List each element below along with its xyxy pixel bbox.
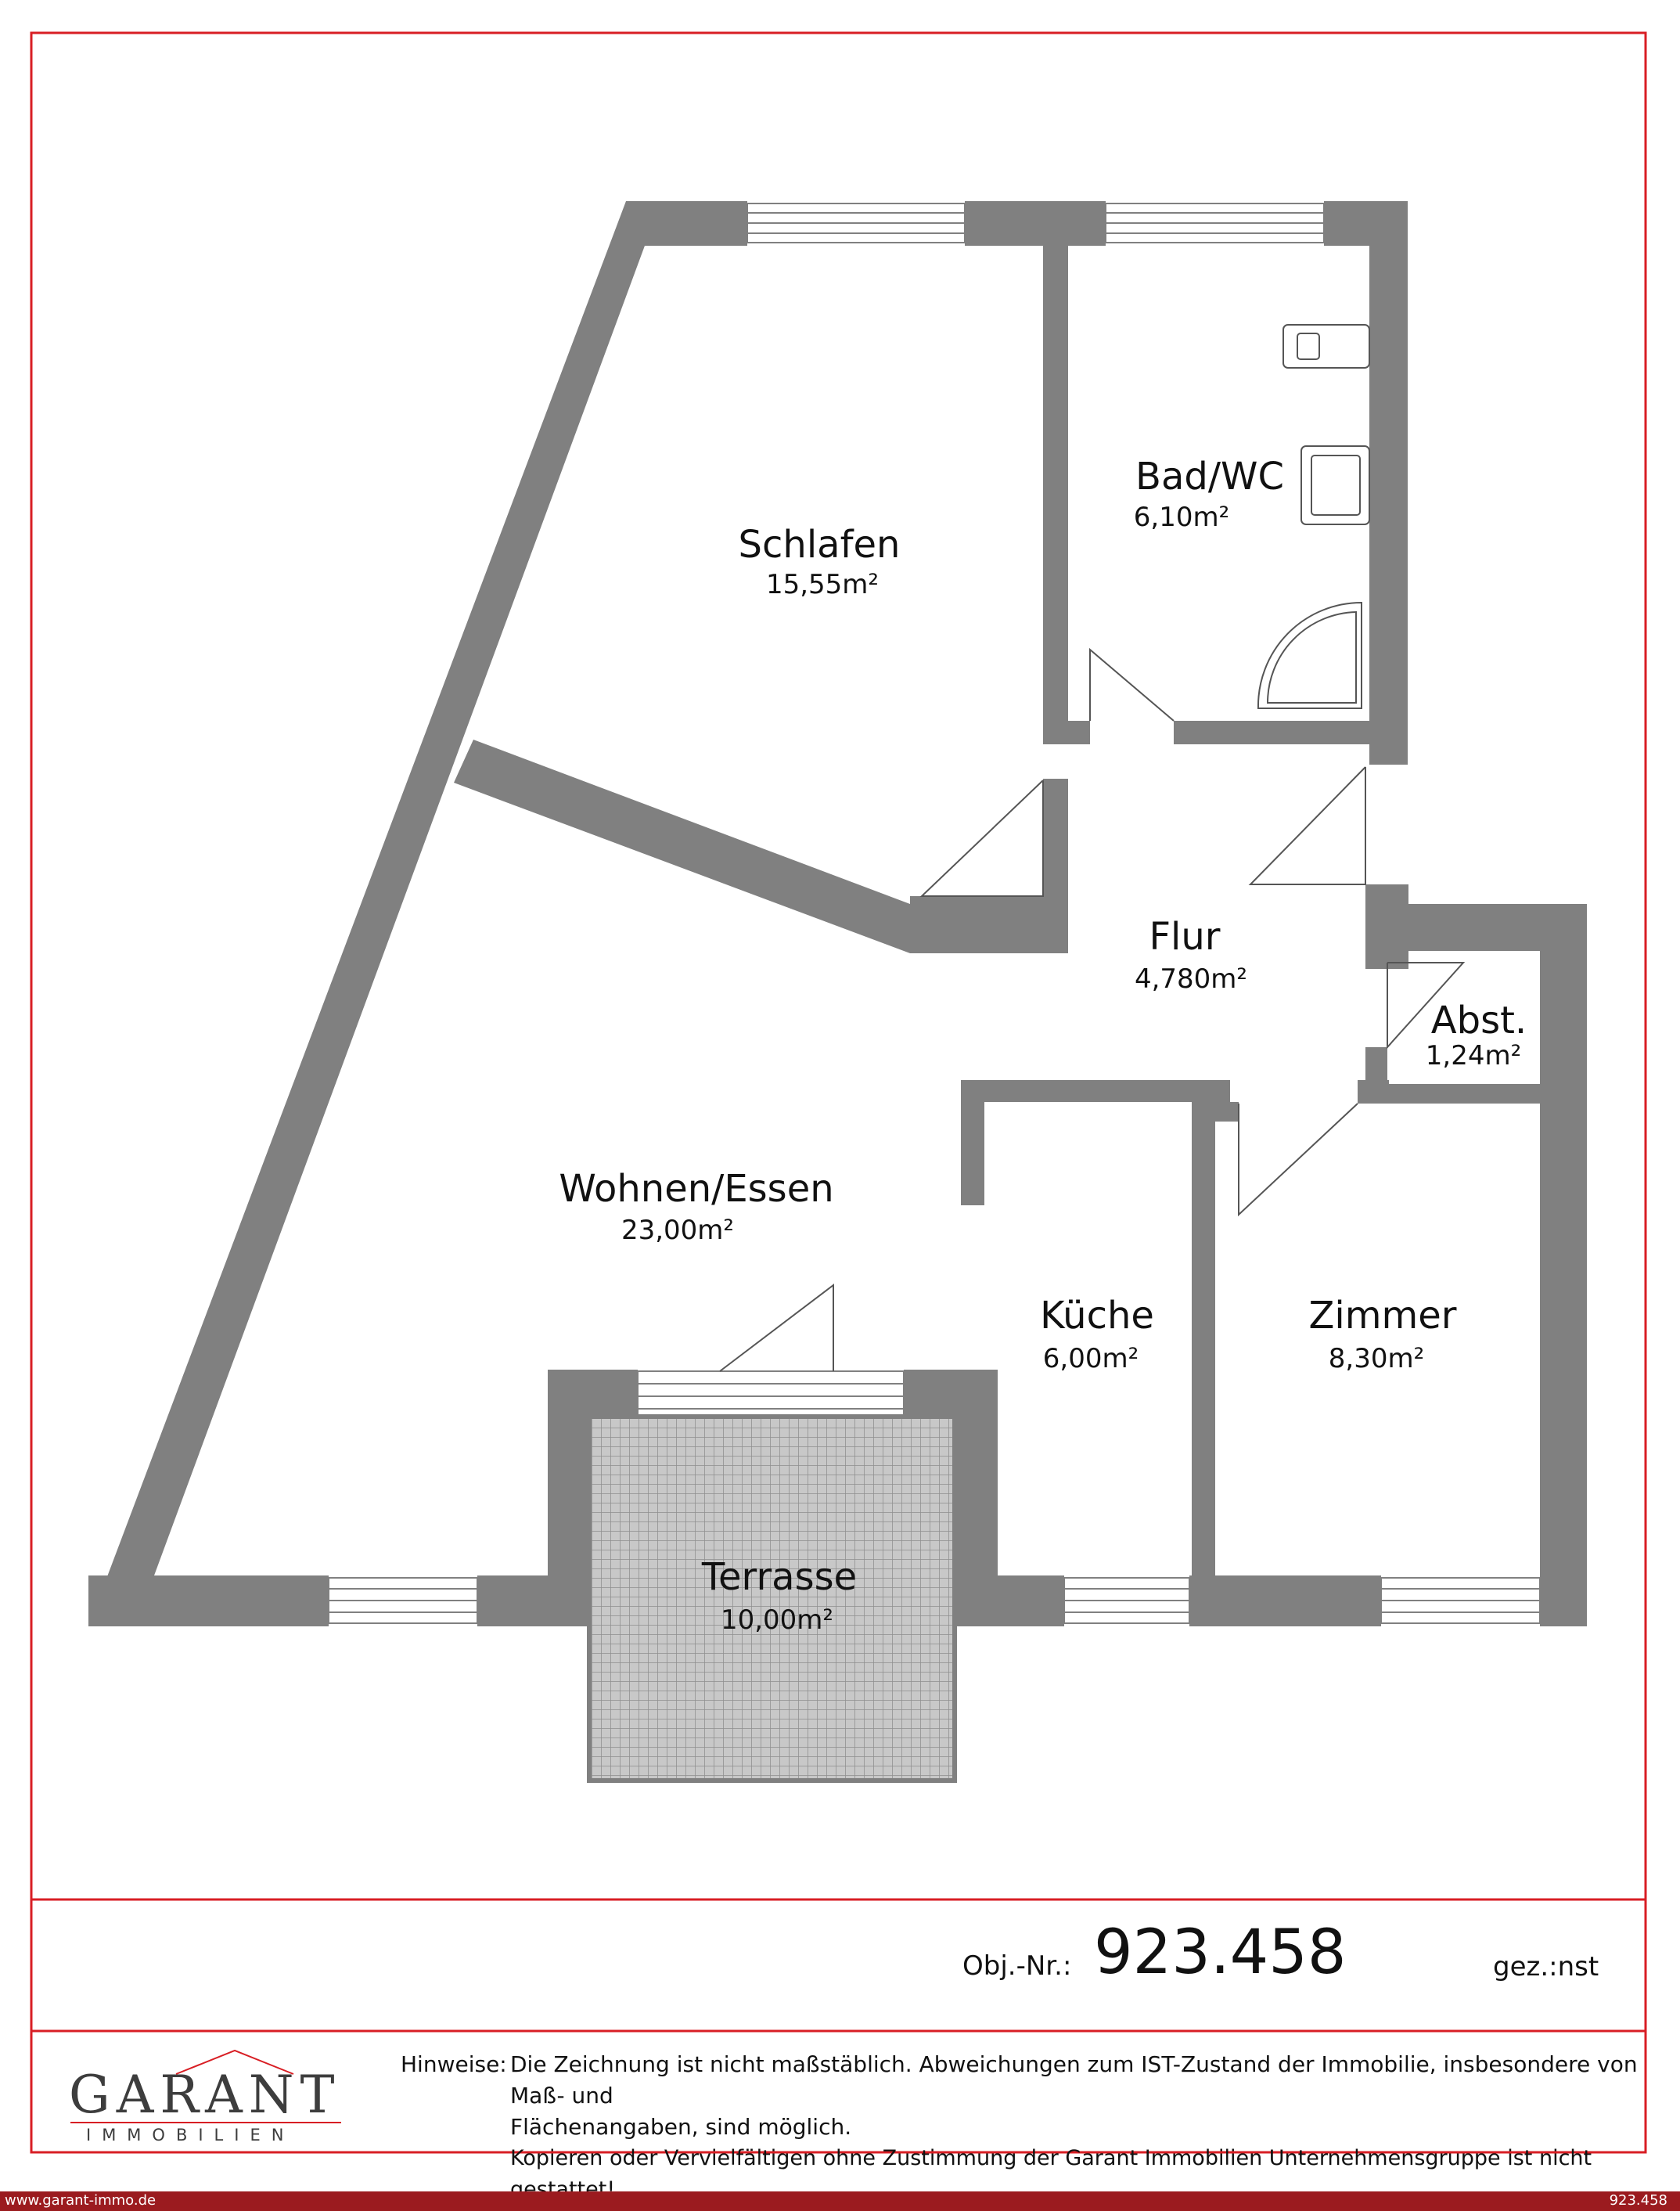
- room-area-schlafen: 15,55m²: [766, 569, 879, 600]
- terrace-floor: [587, 1414, 957, 1783]
- notes-line-2: Flächenangaben, sind möglich.: [510, 2114, 852, 2140]
- disclaimer-notes: Hinweise: Die Zeichnung ist nicht maßstä…: [401, 2049, 1645, 2206]
- room-area-flur: 4,780m²: [1135, 963, 1247, 995]
- room-labels: Schlafen 15,55m² Bad/WC 6,10m² Flur 4,78…: [559, 455, 1527, 1636]
- door-zimmer: [1238, 1103, 1358, 1217]
- garant-logo: GARANT IMMOBILIEN: [69, 2060, 351, 2146]
- bathroom-fixtures: [1257, 324, 1370, 709]
- windows: [328, 203, 1541, 1624]
- room-area-zimmer: 8,30m²: [1329, 1343, 1424, 1374]
- room-area-terrasse: 10,00m²: [721, 1604, 833, 1636]
- room-area-wohnen: 23,00m²: [621, 1215, 734, 1246]
- notes-line-1: Die Zeichnung ist nicht maßstäblich. Abw…: [510, 2051, 1638, 2108]
- window-schlafen: [746, 203, 966, 243]
- window-wohnen: [328, 1577, 478, 1624]
- logo-main-text: GARANT: [69, 2065, 341, 2125]
- notes-prefix: Hinweise:: [401, 2051, 507, 2077]
- footer-object-number: 923.458: [1609, 2192, 1667, 2209]
- room-area-kueche: 6,00m²: [1043, 1343, 1139, 1374]
- window-kueche: [1063, 1577, 1190, 1624]
- room-name-bad: Bad/WC: [1135, 455, 1284, 499]
- logo-roof-mark: [175, 2049, 294, 2075]
- logo-sub-text: IMMOBILIEN: [86, 2126, 295, 2144]
- drawn-by: gez.:nst: [1493, 1951, 1599, 1982]
- window-terrasse-door: [637, 1370, 905, 1416]
- door-abst: [1387, 962, 1466, 1050]
- object-number-label: Obj.-Nr.:: [962, 1950, 1072, 1982]
- room-name-schlafen: Schlafen: [739, 523, 901, 567]
- room-area-abst: 1,24m²: [1426, 1040, 1521, 1071]
- room-name-kueche: Küche: [1040, 1294, 1154, 1338]
- shower-icon: [1257, 601, 1362, 709]
- room-name-wohnen: Wohnen/Essen: [559, 1167, 833, 1211]
- room-name-abst: Abst.: [1431, 999, 1527, 1042]
- footer-website-link[interactable]: www.garant-immo.de: [5, 2192, 156, 2209]
- toilet-icon: [1282, 324, 1370, 369]
- door-flur-right: [1248, 766, 1366, 885]
- room-name-flur: Flur: [1149, 915, 1220, 959]
- room-name-zimmer: Zimmer: [1309, 1294, 1457, 1338]
- room-area-bad: 6,10m²: [1134, 502, 1229, 533]
- room-name-terrasse: Terrasse: [701, 1555, 857, 1599]
- window-zimmer: [1380, 1577, 1541, 1624]
- door-terrasse: [719, 1283, 834, 1372]
- page-frame: [30, 31, 1647, 2154]
- sink-icon: [1300, 445, 1370, 525]
- window-bad: [1105, 203, 1325, 243]
- footer-bar: [0, 2191, 1680, 2211]
- door-schlafen: [919, 780, 1044, 897]
- object-number: 923.458: [1094, 1918, 1347, 1988]
- door-swings: [719, 647, 1466, 1372]
- door-bad: [1089, 647, 1175, 722]
